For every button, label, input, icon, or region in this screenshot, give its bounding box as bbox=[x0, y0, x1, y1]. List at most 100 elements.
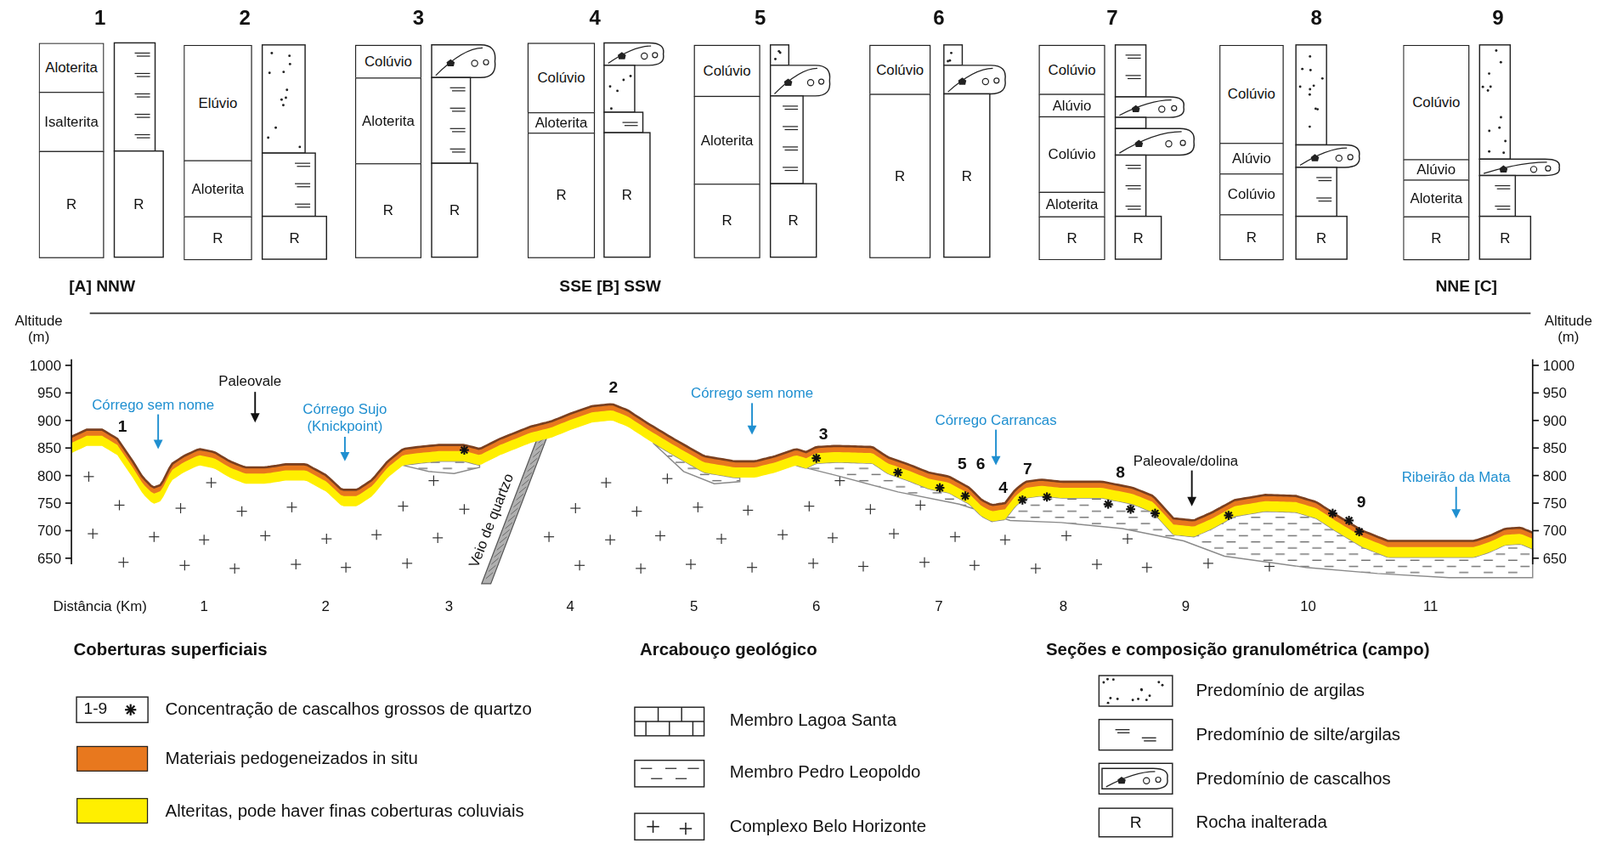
silt-mark bbox=[784, 169, 798, 171]
rock-cell: R bbox=[1295, 216, 1347, 260]
legend-text: Materiais pedogeneizados in situ bbox=[165, 748, 419, 769]
label-text: 4 bbox=[566, 598, 575, 615]
section-strip bbox=[431, 77, 471, 164]
label-text: Paleovale bbox=[218, 372, 282, 389]
gravel-lens bbox=[1119, 131, 1182, 153]
layer-name: Colúvio bbox=[1227, 86, 1276, 102]
quartz-vein bbox=[532, 451, 540, 458]
granite-cross bbox=[402, 501, 404, 512]
layer-name: Aloterita bbox=[1045, 197, 1099, 213]
silt-mark bbox=[1497, 209, 1511, 210]
layer-name: Aloterita bbox=[361, 113, 415, 129]
quartz-vein bbox=[530, 457, 538, 464]
layer-box: R bbox=[869, 93, 931, 258]
pointer-arrow bbox=[747, 425, 758, 436]
clay-dot bbox=[1308, 93, 1312, 97]
clay-dot bbox=[285, 88, 289, 91]
granite-cross bbox=[1034, 563, 1036, 574]
legend-sample bbox=[634, 760, 705, 787]
gravel-pebble bbox=[446, 59, 456, 67]
layer-box: Aloterita bbox=[1039, 192, 1106, 218]
gravel-pebble bbox=[1159, 106, 1165, 113]
section-strip bbox=[431, 163, 478, 257]
gravel-pebble bbox=[1155, 776, 1161, 782]
clay-dot bbox=[268, 71, 272, 74]
section-strip bbox=[1115, 117, 1147, 129]
gravel-pebble bbox=[994, 78, 1000, 84]
legend-heading: Arcabouço geológico bbox=[639, 639, 818, 660]
granite-cross bbox=[870, 503, 871, 515]
axis-tick bbox=[1532, 392, 1539, 395]
clay-dot bbox=[1481, 85, 1485, 89]
legend-text: Membro Pedro Leopoldo bbox=[729, 762, 922, 782]
layer-name: R bbox=[788, 213, 799, 229]
gravel-pebble bbox=[1180, 140, 1186, 146]
silt-mark bbox=[782, 105, 798, 107]
cross-mark bbox=[652, 820, 655, 833]
silt-mark bbox=[1143, 740, 1156, 741]
pointer-arrow bbox=[1455, 486, 1458, 512]
clay-dot bbox=[284, 96, 288, 100]
gravel-pebble bbox=[483, 59, 489, 65]
label-text: 700 bbox=[37, 522, 62, 539]
axis-tick bbox=[1532, 530, 1539, 532]
callout-number: 2 bbox=[608, 378, 618, 397]
legend-heading: Coberturas superficiais bbox=[73, 639, 267, 660]
clay-dot bbox=[609, 84, 612, 88]
granite-cross bbox=[636, 506, 638, 517]
section-strip bbox=[1479, 216, 1531, 260]
gravel-lens bbox=[608, 45, 651, 63]
silt-mark bbox=[624, 124, 639, 126]
section-strip bbox=[1295, 167, 1337, 217]
brick-line bbox=[668, 721, 670, 736]
granite-cross bbox=[407, 558, 408, 569]
gravel-pebble bbox=[1530, 166, 1537, 173]
gravel-pebble bbox=[617, 51, 627, 59]
silt-mark bbox=[294, 203, 311, 205]
gravel-lens bbox=[1119, 100, 1171, 116]
layer-box: Colúvio bbox=[1039, 116, 1106, 193]
layer-name: Colúvio bbox=[364, 54, 413, 70]
silt-mark bbox=[136, 117, 151, 119]
layer-box: Aloterita bbox=[1402, 179, 1470, 217]
layer-box: R bbox=[355, 163, 422, 259]
legend-text: Predomínio de cascalhos bbox=[1195, 768, 1391, 789]
layer-name: Colúvio bbox=[1047, 146, 1096, 163]
layer-box: Colúvio bbox=[527, 42, 595, 114]
gravel-star bbox=[936, 484, 944, 492]
granite-cross bbox=[180, 503, 181, 514]
dash-mark bbox=[675, 778, 687, 780]
layer-name: Colúvio bbox=[1412, 95, 1460, 111]
clay-dot bbox=[1112, 678, 1115, 681]
axis-tick bbox=[65, 392, 72, 395]
gravel-pebble bbox=[471, 60, 478, 67]
dash-mark bbox=[640, 768, 652, 769]
label-text: Córrego Carrancas bbox=[935, 411, 1058, 428]
silt-mark bbox=[296, 165, 311, 167]
silt-mark bbox=[782, 146, 798, 147]
gravel-pebble bbox=[1131, 105, 1141, 113]
callout-number: 8 bbox=[1310, 6, 1322, 31]
layer-name: Aloterita bbox=[45, 60, 98, 76]
gravel-star bbox=[813, 454, 820, 462]
layer-box: Elúvio bbox=[183, 45, 252, 162]
legend-swatch bbox=[76, 746, 148, 772]
granite-cross bbox=[1004, 534, 1006, 545]
label-text: 9 bbox=[1181, 598, 1190, 615]
silt-mark bbox=[135, 113, 151, 115]
granite-cross bbox=[1096, 559, 1097, 570]
granite-cross bbox=[291, 502, 293, 513]
gravel-lens bbox=[1483, 162, 1547, 174]
silt-mark bbox=[1125, 205, 1142, 207]
granite-cross bbox=[640, 563, 642, 574]
label-text: 950 bbox=[1543, 384, 1567, 402]
gravel-lens bbox=[770, 65, 831, 97]
legend-text: Predomínio de silte/argilas bbox=[1195, 724, 1401, 745]
silt-mark bbox=[450, 148, 466, 150]
layer-box: R bbox=[1402, 216, 1470, 261]
granite-cross bbox=[808, 501, 810, 512]
clay-dot bbox=[1498, 126, 1501, 130]
silt-mark bbox=[1125, 54, 1142, 56]
granite-cross bbox=[973, 559, 975, 571]
silt-mark bbox=[1318, 180, 1333, 181]
